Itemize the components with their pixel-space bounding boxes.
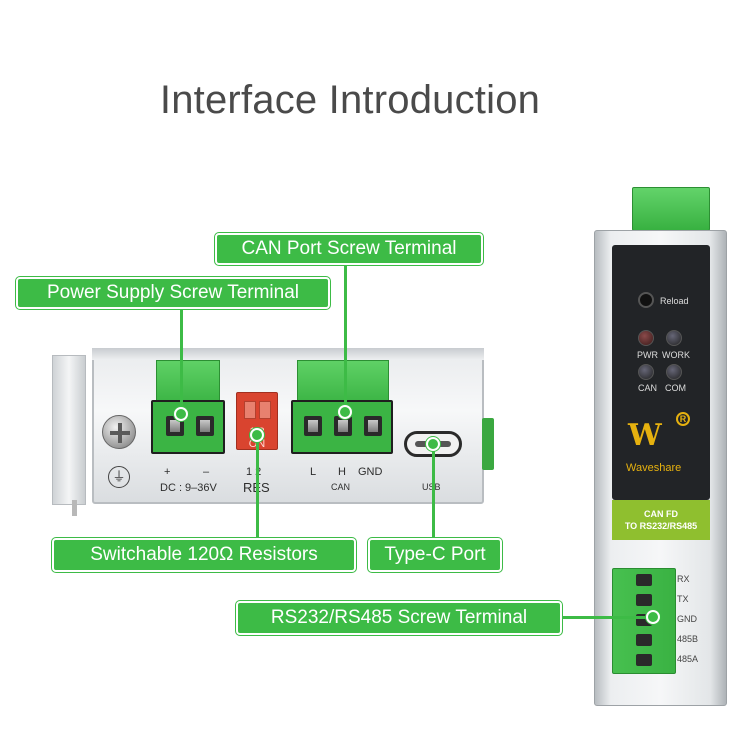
led-work-label: WORK [662,350,690,360]
rs-callout-line [560,616,650,619]
resistor-callout-line [256,440,259,540]
pin-label-485a: 485A [677,654,699,664]
led-pwr-label: PWR [637,350,658,360]
logo-mark: W [628,418,662,453]
reload-label: Reload [660,296,689,306]
can-led [638,364,654,380]
terminal-screw-rx [636,574,652,586]
led-com-label: COM [665,383,686,393]
silk-can: CAN [331,482,351,492]
led-can-label: CAN [638,383,658,393]
terminal-screw-485a [636,654,652,666]
silk-can-l: L [310,466,317,478]
reload-button-icon[interactable] [638,292,654,308]
resistors-callout: Switchable 120Ω Resistors [51,537,357,573]
power-callout-line [180,305,183,413]
typec-callout-line [432,450,435,540]
can-callout-dot [338,405,352,419]
registered-mark: R [676,412,690,426]
dip-switch-2[interactable] [259,401,271,419]
rs232-rs485-callout: RS232/RS485 Screw Terminal [235,600,563,636]
type-c-callout: Type-C Port [367,537,503,573]
pin-label-tx: TX [677,594,689,604]
pin-label-gnd: GND [677,614,697,624]
product-label-line1: CAN FD [644,509,678,519]
silk-can-gnd: GND [358,466,383,478]
brand-name: Waveshare [626,462,682,474]
power-terminal-screw-2 [196,416,214,436]
can-terminal-screw-h [334,416,352,436]
dip-switch-1[interactable] [244,401,256,419]
com-led [666,364,682,380]
can-terminal-plug [297,360,389,404]
terminal-screw-tx [636,594,652,606]
power-supply-callout: Power Supply Screw Terminal [15,276,331,310]
power-terminal-plug [156,360,220,404]
product-label: CAN FD TO RS232/RS485 [612,500,710,540]
waveshare-logo-icon: W [628,418,662,453]
device-side-top-edge [92,348,484,360]
silk-res-numbers: 1 2 [246,466,262,478]
pin-label-485b: 485B [677,634,699,644]
power-terminal-screw-1 [166,416,184,436]
silk-plus: + [164,466,171,478]
front-panel [612,245,710,500]
page-title: Interface Introduction [159,78,541,122]
ground-icon: ⏚ [108,466,130,488]
can-terminal-screw-gnd [364,416,382,436]
product-label-line2: TO RS232/RS485 [624,521,698,531]
resistor-callout-dot [250,428,264,442]
terminal-screw-485b [636,634,652,646]
din-rail-clip [52,355,86,505]
silk-minus: – [203,466,210,478]
can-callout-line [344,262,347,412]
pin-label-rx: RX [677,574,690,584]
pwr-led [638,330,654,346]
rs-callout-dot [646,610,660,624]
power-callout-dot [174,407,188,421]
silk-dc: DC : 9–36V [160,482,217,494]
screw-icon [102,415,136,449]
can-terminal-screw-l [304,416,322,436]
work-led [666,330,682,346]
silk-can-h: H [338,466,346,478]
typec-callout-dot [426,437,440,451]
silk-usb: USB [422,482,441,492]
side-green-connector [482,418,494,470]
front-top-terminal [632,187,710,231]
can-port-callout: CAN Port Screw Terminal [214,232,484,266]
rail-pin [72,500,77,516]
